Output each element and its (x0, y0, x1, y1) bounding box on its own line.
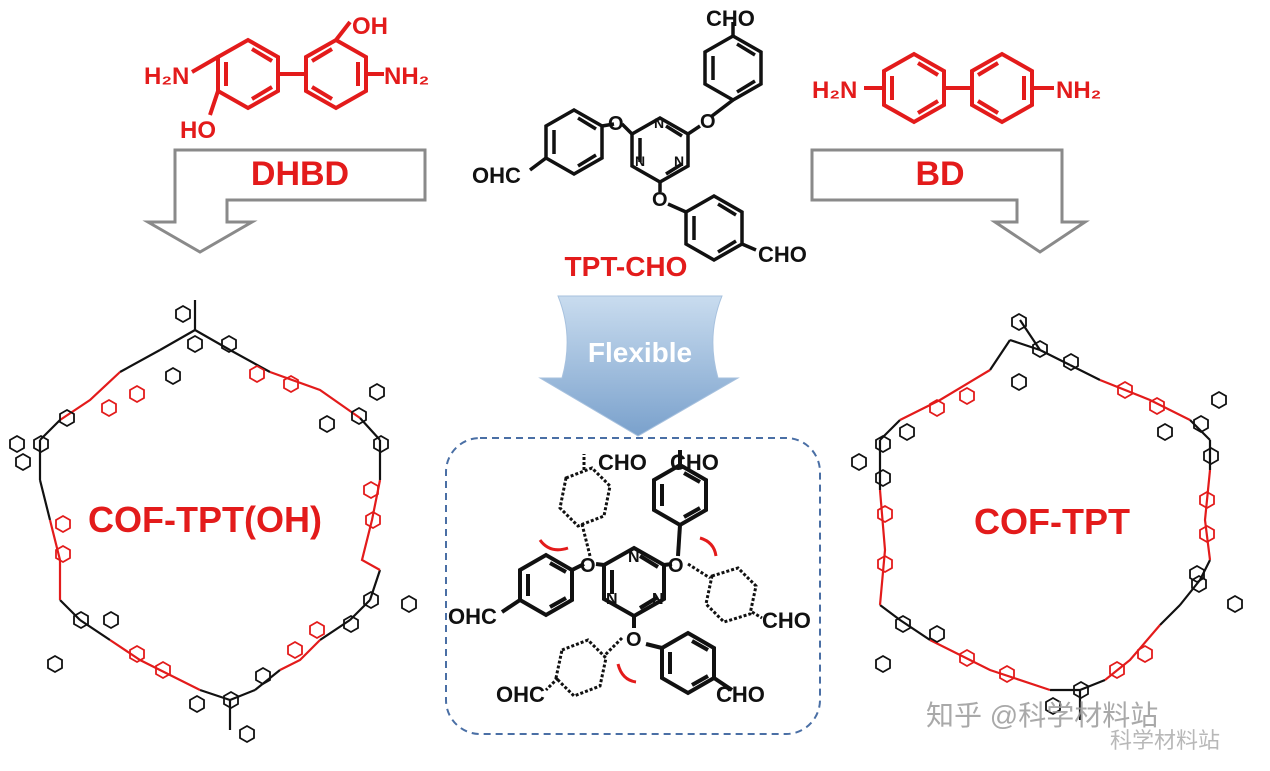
tpt-cho-left: OHC (472, 163, 521, 188)
dhbd-nh2-left: H₂N (144, 63, 189, 90)
flex-cho-right: CHO (762, 608, 811, 633)
flex-cho-tl: CHO (598, 450, 647, 475)
flex-n-1: N (628, 549, 640, 566)
cof-tpt-label: COF-TPT (974, 501, 1130, 542)
tpt-n-3: N (674, 153, 684, 169)
flex-n-2: N (606, 591, 618, 608)
tpt-cho-right: CHO (758, 242, 807, 267)
flex-ohc-left: OHC (448, 604, 497, 629)
flex-cho-tr: CHO (670, 450, 719, 475)
bd-label: BD (915, 155, 964, 193)
cof-tpt-oh-label: COF-TPT(OH) (88, 499, 322, 540)
flexible-structure (500, 450, 734, 696)
bd-nh2-right: NH₂ (1056, 77, 1101, 104)
watermark-zhihu: 知乎 @科学材料站 (926, 700, 1158, 731)
dhbd-oh-top: OH (352, 13, 388, 40)
dhbd-label: DHBD (251, 155, 349, 193)
flex-n-3: N (652, 591, 664, 608)
flex-cho-bottom-right: CHO (716, 682, 765, 707)
bd-arrow (810, 148, 1090, 254)
flexible-dashed-rings (544, 454, 763, 698)
cof-tpt-rings (851, 312, 1243, 716)
bd-structure (864, 51, 1054, 125)
tpt-n-1: N (654, 115, 664, 131)
watermark-station: 科学材料站 (1110, 728, 1220, 753)
bd-nh2-left: H₂N (812, 77, 857, 104)
flex-o-1: O (580, 555, 596, 577)
dhbd-nh2-right: NH₂ (384, 63, 429, 90)
tpt-n-2: N (635, 153, 645, 169)
flex-o-2: O (668, 555, 684, 577)
dhbd-oh-bottom: HO (180, 117, 216, 144)
tpt-cho-structure (528, 22, 763, 263)
tpt-o-3: O (652, 189, 668, 211)
dhbd-arrow (142, 148, 427, 254)
flex-ohc-bottom-left: OHC (496, 682, 545, 707)
flexible-box (445, 437, 821, 735)
tpt-o-1: O (700, 111, 716, 133)
tpt-cho-top: CHO (706, 6, 755, 31)
dhbd-structure (191, 20, 384, 116)
flexible-arrow (538, 295, 740, 437)
flex-o-3: O (626, 629, 642, 651)
tpt-o-2: O (608, 113, 624, 135)
cof-tpt-oh-rings (9, 304, 417, 744)
rotation-arrows (538, 536, 718, 684)
flexible-label: Flexible (588, 337, 692, 368)
tpt-cho-label: TPT-CHO (565, 251, 688, 282)
